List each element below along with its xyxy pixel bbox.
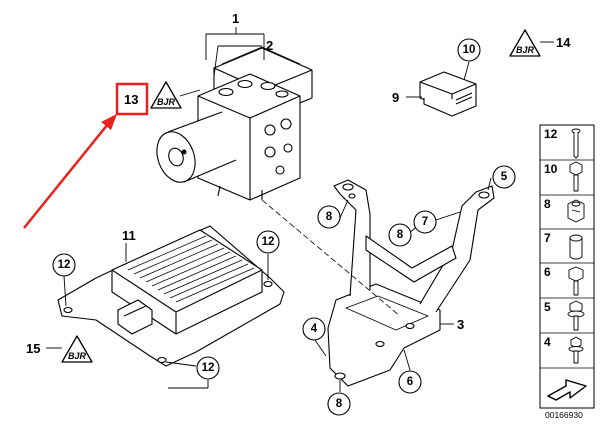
callout-12-bottom: 12 bbox=[202, 362, 215, 374]
side-item-5: 5 bbox=[544, 300, 551, 314]
callout-8-upper-left: 8 bbox=[326, 211, 333, 223]
side-item-6: 6 bbox=[544, 265, 551, 279]
callout-12-right: 12 bbox=[262, 236, 275, 248]
sleeve-icon bbox=[569, 234, 583, 260]
callout-4: 4 bbox=[311, 323, 318, 335]
grommet-icon bbox=[567, 199, 585, 223]
callout-13: 13 bbox=[124, 92, 138, 107]
abs-hydraulic-unit bbox=[156, 46, 313, 201]
hex-bolt-icon bbox=[569, 161, 583, 192]
side-item-8: 8 bbox=[544, 197, 551, 211]
triangle-15-text: BJR bbox=[68, 351, 87, 361]
red-highlight bbox=[23, 82, 149, 229]
side-item-4: 4 bbox=[544, 335, 551, 349]
hex-bolt-icon bbox=[568, 266, 584, 296]
callout-9: 9 bbox=[392, 90, 399, 105]
highlight-arrow bbox=[23, 123, 109, 229]
side-item-7: 7 bbox=[544, 231, 551, 245]
assembly-line bbox=[261, 199, 401, 317]
triangle-13: BJR bbox=[150, 81, 182, 109]
callout-1: 1 bbox=[232, 11, 239, 26]
highlight-arrowhead bbox=[101, 114, 117, 130]
bracket-3 bbox=[327, 179, 495, 387]
side-parts-panel: 12 10 8 7 6 5 4 bbox=[539, 124, 595, 409]
arrow-icon bbox=[547, 379, 587, 401]
callout-12-left: 12 bbox=[58, 259, 71, 271]
flange-bolt-icon bbox=[567, 300, 585, 331]
triangle-13-text: BJR bbox=[157, 97, 176, 107]
flange-bolt-icon bbox=[568, 336, 584, 364]
triangle-14-text: BJR bbox=[516, 45, 535, 55]
callout-7: 7 bbox=[422, 216, 428, 228]
callout-10: 10 bbox=[463, 44, 476, 56]
callout-8-lower: 8 bbox=[336, 398, 343, 410]
triangle-14: BJR bbox=[509, 29, 541, 57]
callout-5: 5 bbox=[501, 171, 508, 183]
callout-2: 2 bbox=[266, 38, 273, 53]
callout-8-upper-right: 8 bbox=[397, 229, 404, 241]
yaw-sensor bbox=[419, 71, 477, 117]
callout-6: 6 bbox=[407, 376, 413, 388]
triangle-15: BJR bbox=[61, 335, 93, 363]
control-unit-11 bbox=[57, 225, 285, 367]
side-item-12: 12 bbox=[544, 127, 558, 141]
screw-icon bbox=[571, 128, 581, 159]
callout-15: 15 bbox=[26, 341, 40, 356]
callout-14: 14 bbox=[556, 35, 571, 50]
highlight-box bbox=[115, 82, 149, 116]
diagram-code: 00166930 bbox=[545, 410, 583, 420]
callout-3: 3 bbox=[457, 317, 464, 332]
side-item-10: 10 bbox=[544, 162, 558, 176]
callout-11: 11 bbox=[122, 228, 136, 243]
